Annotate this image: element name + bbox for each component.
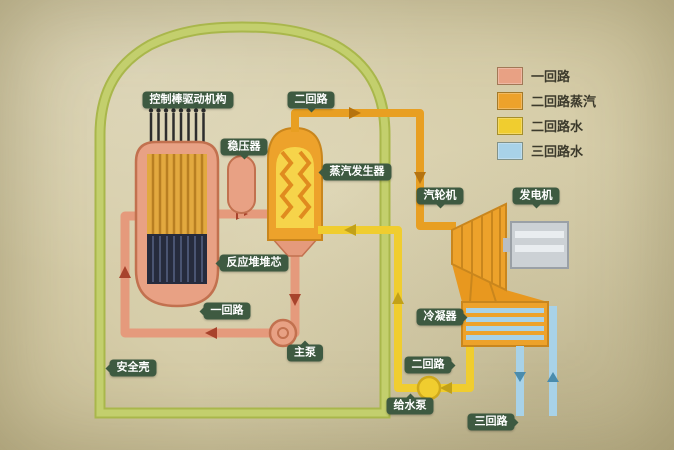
flow-arrow-primary-down (289, 294, 301, 306)
legend-label-tertiary-water: 三回路水 (531, 144, 584, 159)
legend-item-primary: 一回路 (497, 66, 596, 85)
flow-arrow-feedwater-left (440, 382, 452, 394)
label-secondary-loop-bottom: 二回路 (404, 356, 452, 374)
feedwater-pump (416, 375, 442, 401)
flow-arrow-primary-left (205, 327, 217, 339)
legend-label-secondary-steam: 二回路蒸汽 (531, 94, 597, 109)
containment-wall (96, 23, 389, 417)
legend-item-secondary-steam: 二回路蒸汽 (497, 91, 596, 110)
reactor-core (147, 234, 207, 284)
label-pressurizer: 稳压器 (220, 138, 268, 156)
flow-arrow-cooling-up (547, 372, 559, 382)
legend-swatch-primary (497, 66, 523, 85)
label-condenser: 冷凝器 (416, 308, 464, 326)
legend-item-tertiary-water: 三回路水 (497, 141, 596, 160)
legend-swatch-secondary-water (497, 116, 523, 135)
legend-swatch-secondary-steam (497, 91, 523, 110)
flow-arrow-feedwater-left2 (344, 224, 356, 236)
label-tertiary-loop: 三回路 (467, 413, 515, 431)
reactor-internals-stripes (151, 154, 204, 234)
reactor-core-stripes (152, 236, 203, 282)
legend: 一回路 二回路蒸汽 二回路水 三回路水 (497, 66, 596, 160)
flow-arrow-steam-down (414, 172, 426, 184)
label-containment: 安全壳 (109, 359, 157, 377)
label-primary-loop: 一回路 (203, 302, 251, 320)
steam-pipe (291, 109, 456, 230)
control-rods (149, 113, 205, 146)
exhaust-funnel-lines (469, 273, 497, 303)
main-pump-hub (277, 327, 289, 339)
label-reactor-core: 反应堆堆芯 (219, 254, 289, 272)
control-rod-tips (148, 108, 206, 113)
flow-arrow-cooling-down (514, 372, 526, 382)
pressurizer-vessel (227, 155, 256, 214)
generator-band-2 (515, 245, 564, 252)
main-pump (268, 318, 298, 348)
label-generator: 发电机 (512, 187, 560, 205)
label-secondary-loop-top: 二回路 (287, 91, 335, 109)
condenser-tubes (466, 308, 544, 340)
exhaust-funnel (452, 264, 548, 302)
turbine-stripes (461, 208, 501, 287)
legend-item-secondary-water: 二回路水 (497, 116, 596, 135)
sg-tubes-left (279, 150, 294, 220)
legend-label-secondary-water: 二回路水 (531, 119, 584, 134)
label-steam-generator: 蒸汽发生器 (322, 163, 392, 181)
generator-band-1 (515, 231, 564, 238)
legend-label-primary: 一回路 (531, 69, 571, 84)
feedwater-pipe (318, 226, 474, 392)
flow-arrow-primary-up (119, 266, 131, 278)
label-main-pump: 主泵 (287, 344, 323, 362)
sg-tubes-right (297, 150, 312, 220)
label-feedwater-pump: 给水泵 (386, 397, 434, 415)
turbine-shaft (503, 238, 513, 252)
label-turbine: 汽轮机 (416, 187, 464, 205)
reactor-internals (147, 154, 207, 234)
flow-arrow-feedwater-up (392, 292, 404, 304)
legend-swatch-tertiary-water (497, 141, 523, 160)
label-control-rod-drive: 控制棒驱动机构 (142, 91, 234, 109)
flow-arrow-steam-right (349, 107, 361, 119)
